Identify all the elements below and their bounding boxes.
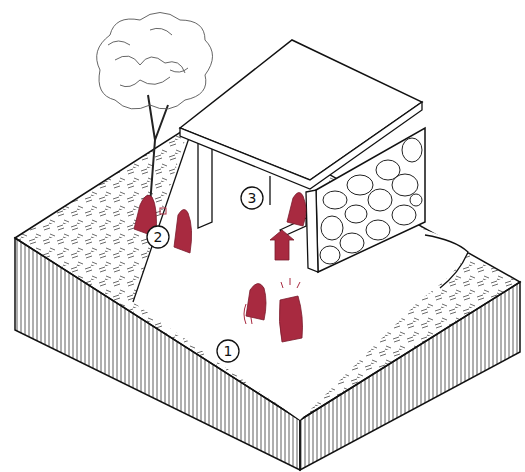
roof-edge — [180, 102, 422, 189]
callout-circles — [147, 187, 263, 362]
callout-number: 3 — [241, 187, 263, 209]
people-figures — [134, 192, 306, 342]
path-edge — [425, 235, 468, 288]
callout-number: 1 — [217, 340, 239, 362]
callout-number: 2 — [147, 226, 169, 248]
stone-wall-end — [306, 190, 318, 272]
tree-crown — [97, 13, 213, 110]
people-accents — [160, 208, 300, 324]
roof — [180, 40, 422, 180]
tree-trunk — [148, 95, 168, 205]
building-post — [269, 176, 270, 205]
